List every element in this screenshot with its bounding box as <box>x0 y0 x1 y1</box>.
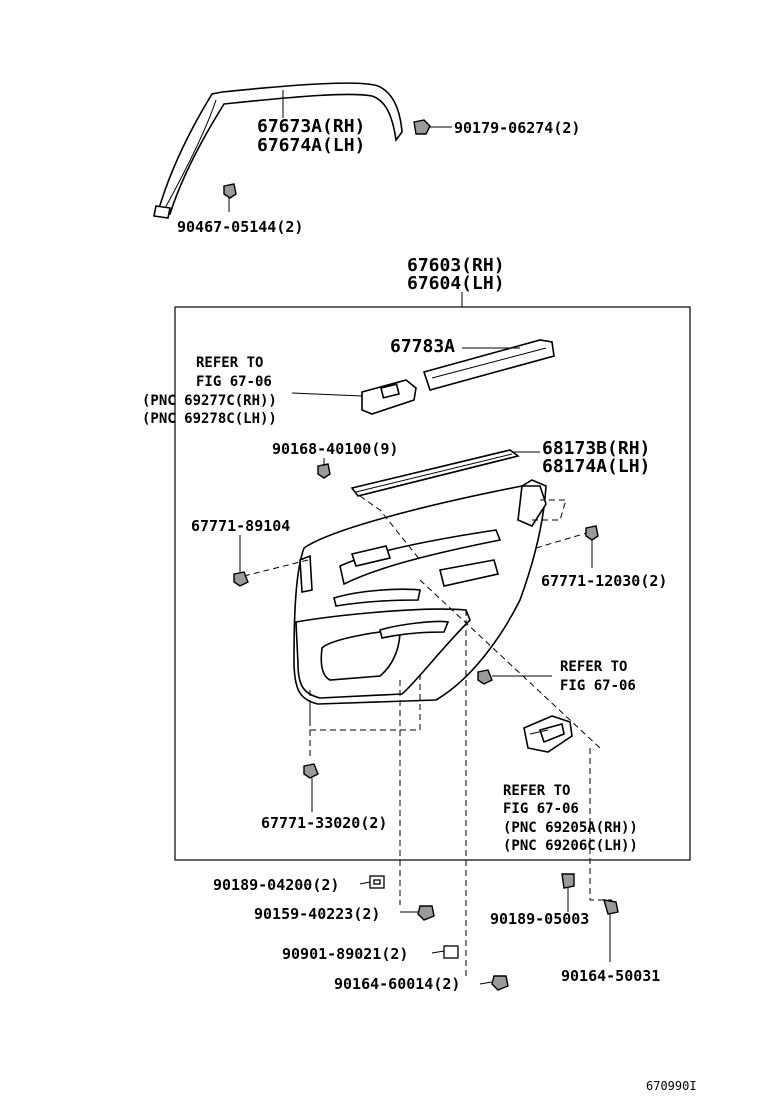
label-68174a: 68174A(LH) <box>542 456 650 477</box>
label-90164-50031: 90164-50031 <box>561 967 660 985</box>
label-90164-60014: 90164-60014(2) <box>334 975 460 993</box>
screw-90164-60014-icon <box>491 975 509 991</box>
dash-bottom-l2 <box>310 670 421 731</box>
clip-90189-05003-icon <box>561 873 575 889</box>
label-refer-b-2: FIG 67-06 <box>560 678 636 694</box>
label-refer-a-4: (PNC 69278C(LH)) <box>142 411 277 427</box>
label-67771-33020: 67771-33020(2) <box>261 814 387 832</box>
label-67771-12030: 67771-12030(2) <box>541 572 667 590</box>
armrest-cover-icon <box>422 339 555 391</box>
screw-90168-icon <box>317 463 331 479</box>
dash-handle <box>419 579 601 749</box>
clip-67771-33020-icon <box>303 763 319 779</box>
dash-05003 <box>589 748 612 901</box>
door-trim-panel-icon <box>293 479 547 705</box>
clip-90467-icon <box>223 183 237 199</box>
label-67771-89104: 67771-89104 <box>191 517 290 535</box>
leader-04200 <box>359 881 371 885</box>
clip-90179-icon <box>413 119 431 135</box>
figure-id: 670990I <box>646 1079 697 1093</box>
leader-60014 <box>479 981 493 985</box>
leader-90901 <box>431 950 445 954</box>
assembly-box <box>174 306 691 861</box>
window-molding <box>153 82 403 219</box>
label-90467: 90467-05144(2) <box>177 218 303 236</box>
screw-90164-50031-icon <box>603 899 619 915</box>
inside-handle-icon <box>523 715 573 753</box>
label-refer-a-1: REFER TO <box>196 355 263 371</box>
dash-89104 <box>243 559 309 577</box>
label-refer-a-3: (PNC 69277C(RH)) <box>142 393 277 409</box>
label-90901: 90901-89021(2) <box>282 945 408 963</box>
nut-90189-04200-icon <box>369 875 385 889</box>
dash-12030-a <box>532 499 567 521</box>
label-68173b: 68173B(RH) <box>542 438 650 459</box>
label-molding-rh: 67673A(RH) <box>257 116 365 137</box>
switch-bezel-icon <box>361 379 417 415</box>
label-refer-a-2: FIG 67-06 <box>196 374 272 390</box>
label-panel-rh: 67603(RH) <box>407 255 505 276</box>
label-90159: 90159-40223(2) <box>254 905 380 923</box>
clip-90901-icon <box>443 945 459 959</box>
label-90179: 90179-06274(2) <box>454 119 580 137</box>
screw-90159-icon <box>417 905 435 921</box>
label-refer-c-2: FIG 67-06 <box>503 801 579 817</box>
leader-refer-a <box>291 392 363 397</box>
label-molding-lh: 67674A(LH) <box>257 135 365 156</box>
label-90189-05003: 90189-05003 <box>490 910 589 928</box>
dash-strip <box>359 495 421 561</box>
clip-67771-12030-icon <box>585 525 599 541</box>
label-90189-04200: 90189-04200(2) <box>213 876 339 894</box>
label-90168: 90168-40100(9) <box>272 440 398 458</box>
clip-67771-89104-icon <box>233 571 249 587</box>
label-67783a: 67783A <box>390 336 455 357</box>
label-refer-c-4: (PNC 69206C(LH)) <box>503 838 638 854</box>
weatherstrip-icon <box>350 449 520 497</box>
dash-12030-b <box>535 531 591 549</box>
label-refer-c-3: (PNC 69205A(RH)) <box>503 820 638 836</box>
label-panel-lh: 67604(LH) <box>407 273 505 294</box>
screw-refer-b-icon <box>477 669 493 685</box>
label-refer-b-1: REFER TO <box>560 659 627 675</box>
label-refer-c-1: REFER TO <box>503 783 570 799</box>
